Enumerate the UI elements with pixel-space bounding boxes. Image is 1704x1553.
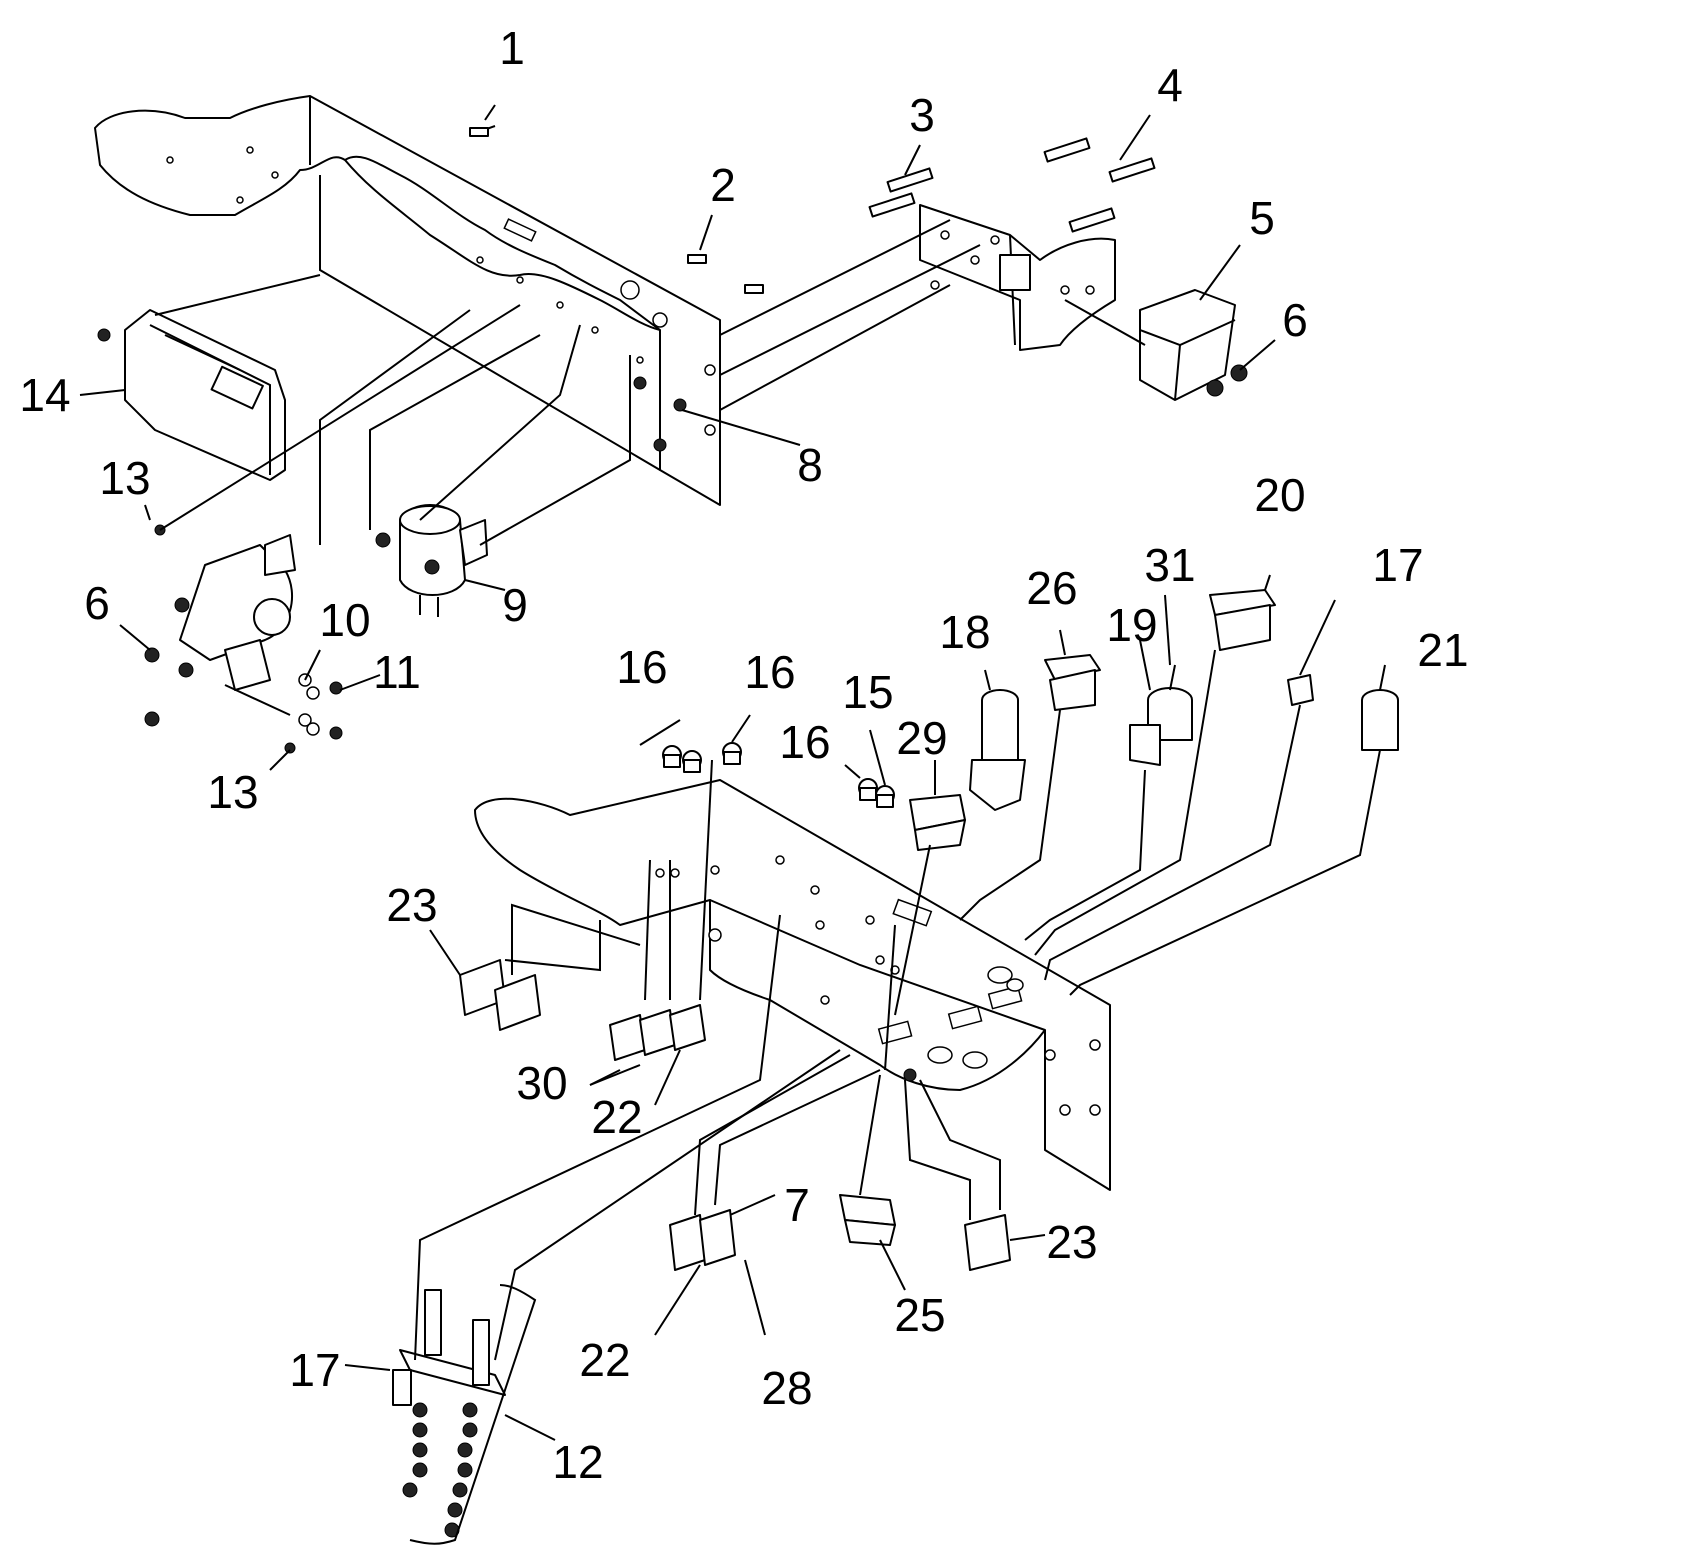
callout-4: 4 [1157, 59, 1183, 111]
callout-8: 8 [797, 439, 823, 491]
callout-13-lower: 13 [207, 766, 259, 818]
callout-30: 30 [516, 1057, 568, 1109]
callout-22-lower: 22 [579, 1334, 631, 1386]
callout-29: 29 [896, 712, 948, 764]
callout-3: 3 [909, 89, 935, 141]
callout-7: 7 [784, 1179, 810, 1231]
callout-2: 2 [710, 159, 736, 211]
callout-13-upper: 13 [99, 452, 151, 504]
callout-18: 18 [939, 606, 991, 658]
callout-10: 10 [319, 594, 371, 646]
side-bracket [919, 204, 1116, 351]
panel-components [662, 589, 1399, 851]
callout-31: 31 [1144, 539, 1196, 591]
callout-23-left: 23 [386, 879, 438, 931]
callout-22-upper: 22 [591, 1091, 643, 1143]
callout-17-left: 17 [289, 1344, 341, 1396]
callout-23-right: 23 [1046, 1216, 1098, 1268]
fasteners-upper [97, 125, 1248, 397]
part-9-solenoid [375, 504, 488, 617]
callout-5: 5 [1249, 192, 1275, 244]
actuator-assembly [144, 524, 343, 754]
callout-25: 25 [894, 1289, 946, 1341]
callout-19: 19 [1106, 599, 1158, 651]
lower-panel [474, 779, 1111, 1191]
callout-16-mid: 16 [779, 716, 831, 768]
part-14-box [124, 309, 286, 481]
lower-switches [459, 959, 1011, 1271]
callout-1: 1 [499, 22, 525, 74]
callout-6-upper: 6 [1282, 294, 1308, 346]
callout-11: 11 [373, 646, 421, 698]
callout-16-right: 16 [744, 646, 796, 698]
callout-6-lower: 6 [84, 577, 110, 629]
callout-15: 15 [842, 666, 894, 718]
leader-lines-lower [344, 574, 1386, 1441]
callout-20: 20 [1254, 469, 1306, 521]
callout-14: 14 [19, 369, 71, 421]
callout-28: 28 [761, 1362, 813, 1414]
upper-bracket [94, 95, 721, 506]
callout-9: 9 [502, 579, 528, 631]
callout-16-left: 16 [616, 641, 668, 693]
callout-26: 26 [1026, 562, 1078, 614]
callout-12: 12 [552, 1436, 604, 1488]
callout-17-right: 17 [1372, 539, 1424, 591]
part-5-block [1139, 289, 1236, 401]
callout-21: 21 [1417, 624, 1469, 676]
leader-lines-upper [79, 104, 1276, 771]
terminal-block [392, 1284, 537, 1545]
